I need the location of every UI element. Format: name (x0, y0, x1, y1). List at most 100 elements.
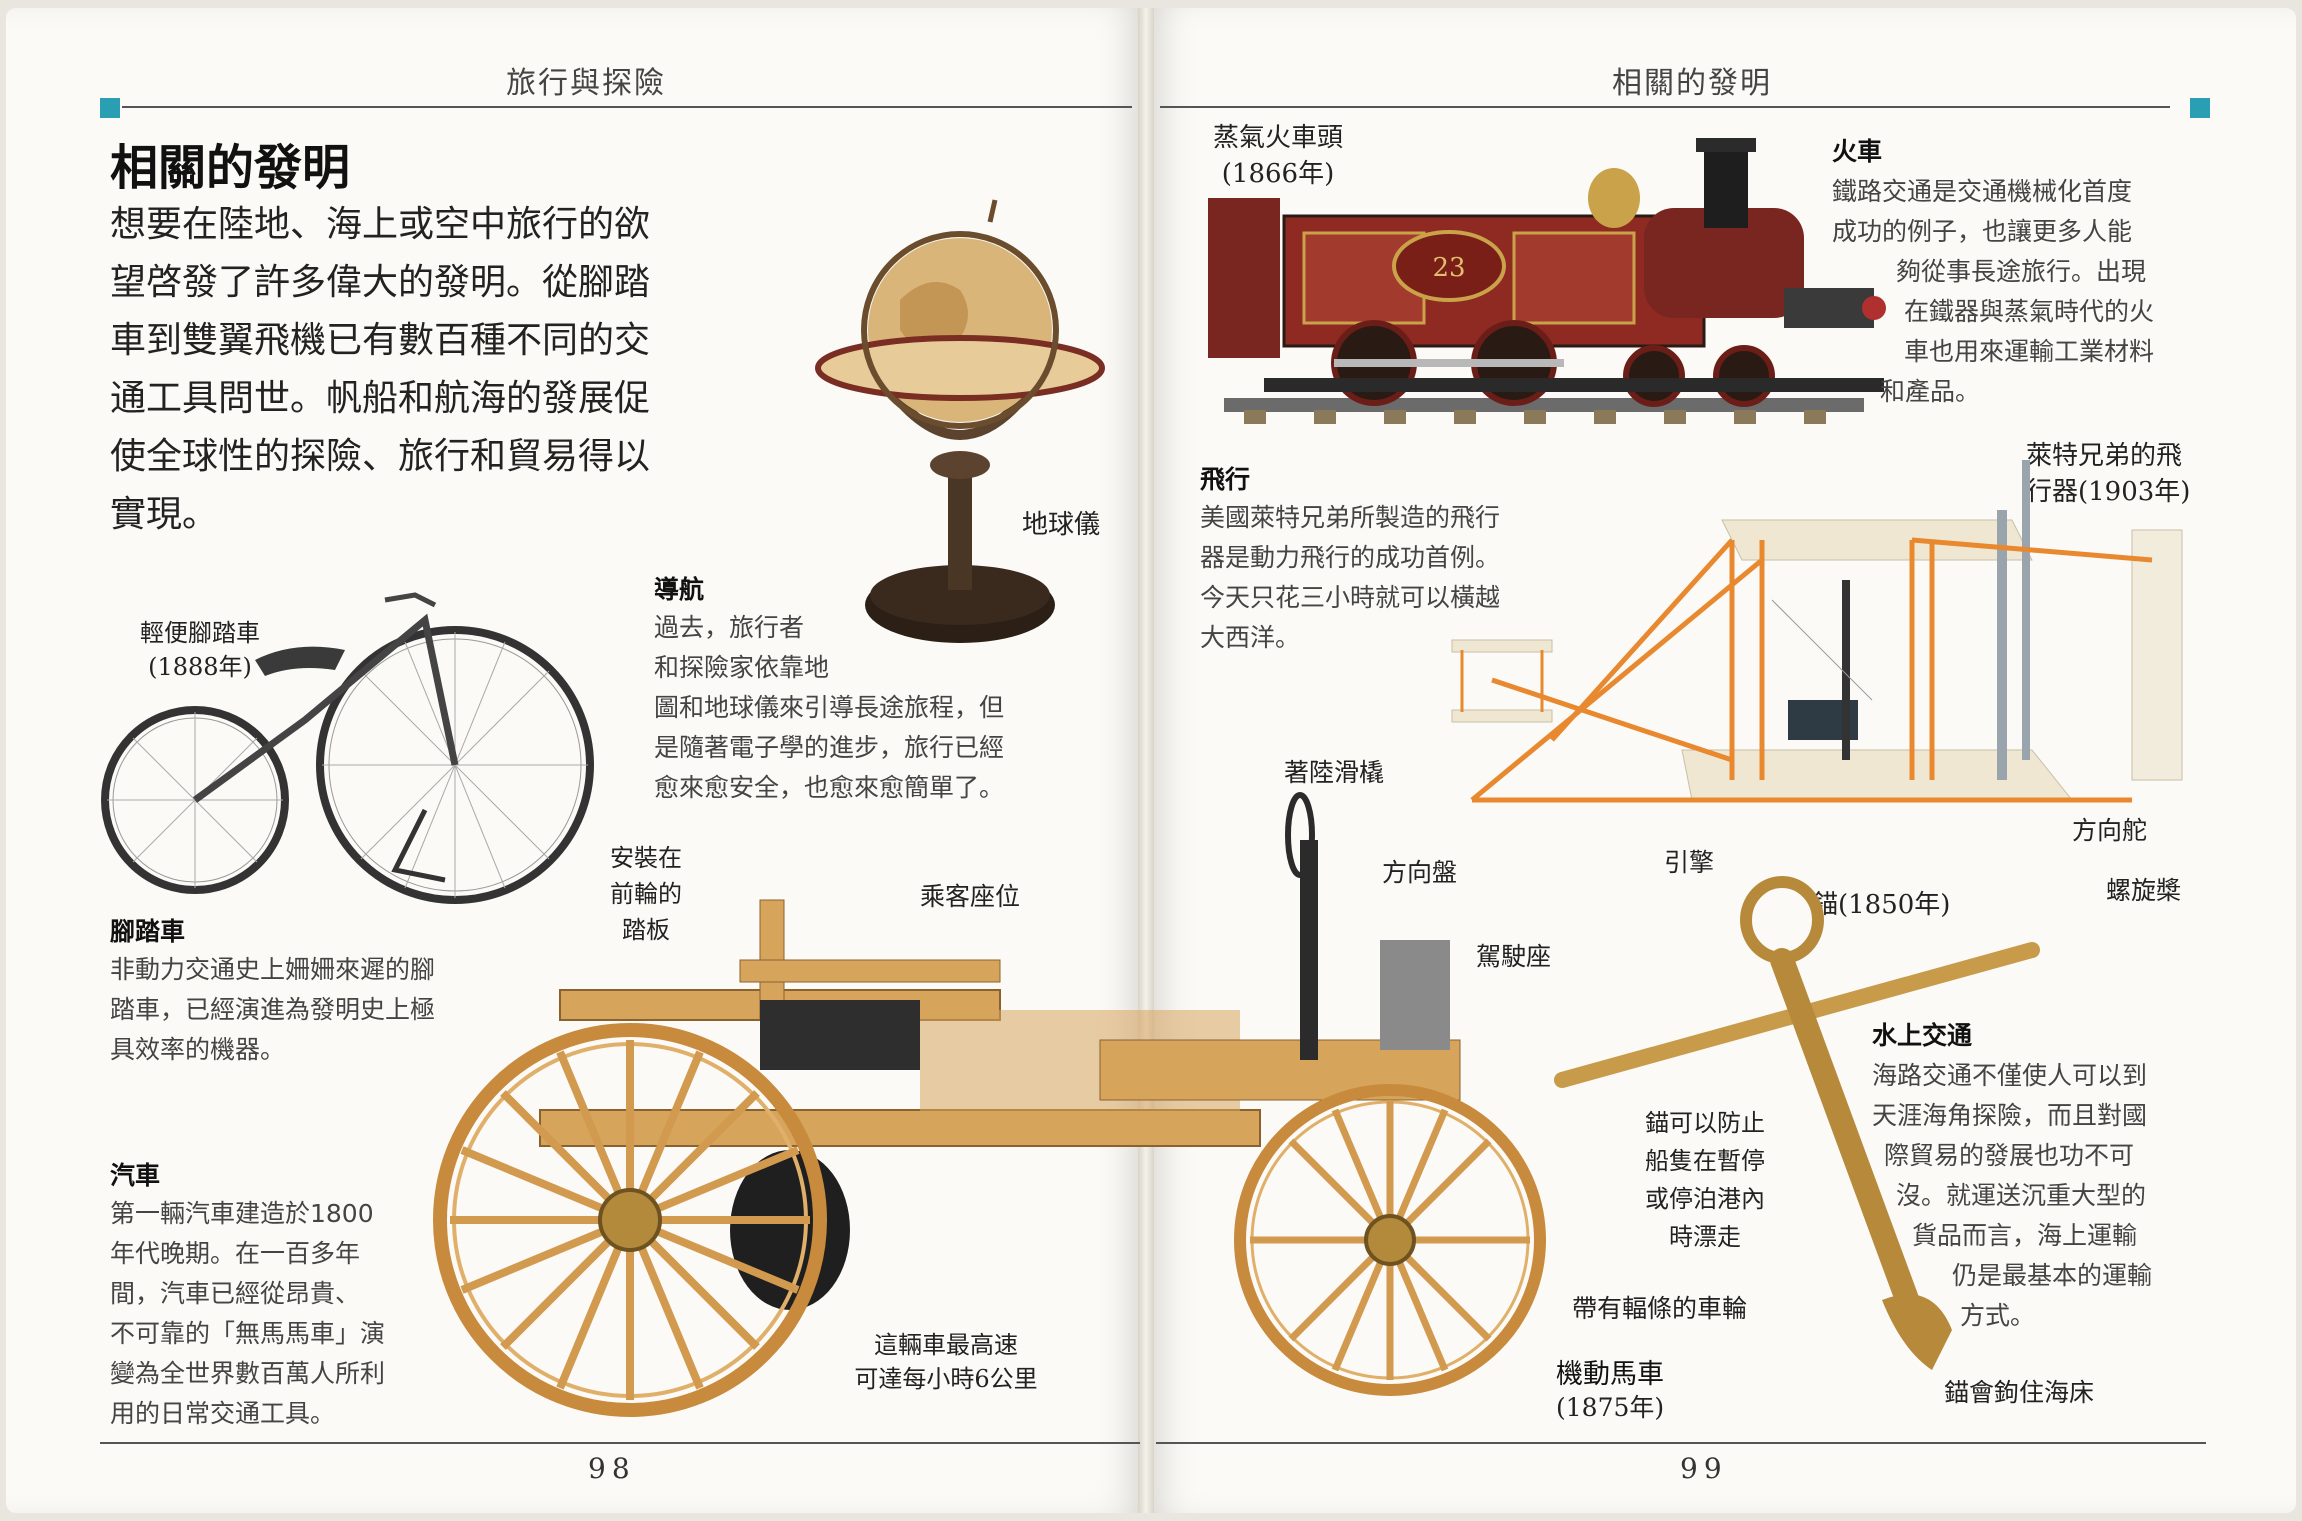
water-line: 天涯海角探險，而且對國 (1872, 1101, 2148, 1130)
water-heading: 水上交通 (1872, 1021, 1973, 1050)
car-line: 變為全世界數百萬人所利 (110, 1359, 386, 1388)
wright-flyer-illustration (1451, 460, 2183, 803)
train-section: 火車 (1832, 132, 1882, 168)
footer-rule-left (100, 1442, 1140, 1444)
locomotive-label-year: (1866年) (1221, 159, 1335, 189)
bicycle-heading: 腳踏車 (110, 917, 186, 946)
train-heading: 火車 (1832, 137, 1883, 166)
train-line: 和產品。 (1880, 377, 1981, 406)
globe-label: 地球儀 (1022, 510, 1101, 540)
water-line: 海路交通不僅使人可以到 (1872, 1061, 2148, 1090)
intro-line: 想要在陸地、海上或空中旅行的欲 (110, 204, 651, 245)
anchor-label: 錨(1850年) (1812, 890, 1951, 920)
bicycle-label: 輕便腳踏車 (1888年) (120, 616, 280, 684)
water-line: 仍是最基本的運輸 (1952, 1261, 2153, 1290)
flight-line: 器是動力飛行的成功首例。 (1200, 543, 1501, 572)
bicycle-line: 具效率的機器。 (110, 1035, 286, 1064)
water-line: 方式。 (1960, 1301, 2036, 1330)
accent-square-left (100, 98, 120, 118)
car-line: 年代晚期。在一百多年 (110, 1239, 361, 1268)
locomotive-illustration: 23 (1208, 138, 1886, 424)
car-heading: 汽車 (110, 1161, 161, 1190)
running-head-left: 旅行與探險 (506, 66, 666, 101)
page-number-left: 98 (588, 1452, 636, 1485)
water-section: 水上交通 (1872, 1016, 1972, 1052)
water-body: 海路交通不僅使人可以到 天涯海角探險，而且對國 際貿易的發展也功不可 沒。就運送… (1872, 1056, 2152, 1336)
seabed-label: 錨會鉤住海床 (1944, 1378, 2095, 1407)
motor-carriage-label: 機動馬車 (1875年) (1556, 1352, 1664, 1425)
bicycle-illustration (101, 592, 594, 904)
pedal-label: 安裝在 前輪的 踏板 (596, 840, 696, 948)
navigation-line: 是隨著電子學的進步，旅行已經 (654, 733, 1005, 762)
intro-line: 望啓發了許多偉大的發明。從腳踏 (110, 262, 651, 303)
passenger-seat-label: 乘客座位 (920, 882, 1021, 911)
locomotive-label: 蒸氣火車頭 (1866年) (1198, 120, 1358, 192)
water-line: 貨品而言，海上運輸 (1912, 1221, 2138, 1250)
motor-carriage-year: (1875年) (1556, 1393, 1665, 1422)
intro-paragraph: 想要在陸地、海上或空中旅行的欲 望啓發了許多偉大的發明。從腳踏 車到雙翼飛機已有… (110, 196, 750, 544)
flight-section: 飛行 美國萊特兄弟所製造的飛行 器是動力飛行的成功首例。 今天只花三小時就可以橫… (1200, 460, 1500, 658)
motor-carriage-name: 機動馬車 (1556, 1359, 1664, 1390)
car-body: 第一輛汽車建造於1800 年代晚期。在一百多年 間，汽車已經從昂貴、 不可靠的「… (110, 1194, 385, 1434)
intro-line: 使全球性的探險、旅行和貿易得以 (110, 436, 651, 477)
flight-body: 美國萊特兄弟所製造的飛行 器是動力飛行的成功首例。 今天只花三小時就可以橫越 大… (1200, 498, 1500, 658)
flight-line: 今天只花三小時就可以橫越 (1200, 583, 1501, 612)
wright-label-line: 行器(1903年) (2026, 477, 2191, 507)
anchor-illustration (1554, 876, 2040, 1370)
page-title: 相關的發明 (110, 140, 351, 196)
bicycle-line: 非動力交通史上姍姍來遲的腳 (110, 955, 436, 984)
running-head-right: 相關的發明 (1612, 66, 1772, 101)
navigation-line: 圖和地球儀來引導長途旅程，但 (654, 693, 1005, 722)
locomotive-label-name: 蒸氣火車頭 (1212, 123, 1343, 153)
spoked-wheel-label: 帶有輻條的車輪 (1572, 1294, 1748, 1323)
speed-label-line: 可達每小時6公里 (854, 1365, 1038, 1393)
anchor-note-line: 船隻在暫停 (1645, 1147, 1765, 1175)
page-number-right: 99 (1680, 1452, 1728, 1485)
train-line: 在鐵器與蒸氣時代的火 (1904, 297, 2155, 326)
bicycle-body: 非動力交通史上姍姍來遲的腳 踏車，已經演進為發明史上極 具效率的機器。 (110, 950, 435, 1070)
navigation-heading: 導航 (654, 575, 705, 604)
car-section: 汽車 第一輛汽車建造於1800 年代晚期。在一百多年 間，汽車已經從昂貴、 不可… (110, 1156, 385, 1434)
navigation-line: 愈來愈安全，也愈來愈簡單了。 (654, 773, 1005, 802)
intro-line: 通工具問世。帆船和航海的發展促 (110, 378, 651, 419)
pedal-label-line: 前輪的 (610, 880, 682, 908)
anchor-note-line: 錨可以防止 (1645, 1109, 1765, 1137)
driver-seat-label: 駕駛座 (1476, 942, 1552, 971)
anchor-note-line: 或停泊港內 (1645, 1185, 1765, 1213)
steering-wheel-label: 方向盤 (1382, 858, 1458, 887)
header-rule-left (122, 106, 1132, 108)
navigation-line: 和探險家依靠地 (654, 653, 830, 682)
water-line: 際貿易的發展也功不可 (1884, 1141, 2135, 1170)
speed-label: 這輛車最高速 可達每小時6公里 (836, 1328, 1056, 1396)
engine-label: 引擎 (1664, 848, 1715, 877)
wright-label-line: 萊特兄弟的飛 (2026, 441, 2183, 471)
train-body: 鐵路交通是交通機械化首度 成功的例子，也讓更多人能 夠從事長途旅行。出現 在鐵器… (1832, 172, 2154, 412)
flight-heading: 飛行 (1200, 465, 1251, 494)
train-line: 鐵路交通是交通機械化首度 (1832, 177, 2133, 206)
accent-square-right (2190, 98, 2210, 118)
train-line: 成功的例子，也讓更多人能 (1832, 217, 2133, 246)
anchor-note-line: 時漂走 (1669, 1223, 1741, 1251)
car-line: 不可靠的「無馬馬車」演 (110, 1319, 386, 1348)
navigation-line: 過去，旅行者 (654, 613, 805, 642)
intro-line: 車到雙翼飛機已有數百種不同的交 (110, 320, 651, 361)
motor-carriage-illustration (433, 792, 1546, 1417)
loco-plate-number: 23 (1432, 253, 1465, 283)
train-line: 夠從事長途旅行。出現 (1896, 257, 2147, 286)
rudder-label: 方向舵 (2072, 816, 2148, 845)
bicycle-line: 踏車，已經演進為發明史上極 (110, 995, 436, 1024)
car-line: 第一輛汽車建造於1800 (110, 1199, 374, 1228)
navigation-body: 過去，旅行者 和探險家依靠地 圖和地球儀來引導長途旅程，但 是隨著電子學的進步，… (654, 608, 1004, 808)
train-line: 車也用來運輸工業材料 (1904, 337, 2155, 366)
car-line: 間，汽車已經從昂貴、 (110, 1279, 361, 1308)
bicycle-label-year: (1888年) (148, 653, 252, 681)
bicycle-label-name: 輕便腳踏車 (140, 619, 260, 647)
header-rule-right (1160, 106, 2170, 108)
footer-rule-right (1156, 1442, 2206, 1444)
pedal-label-line: 安裝在 (610, 844, 682, 872)
water-line: 沒。就運送沉重大型的 (1896, 1181, 2147, 1210)
speed-label-line: 這輛車最高速 (874, 1331, 1018, 1359)
anchor-note: 錨可以防止 船隻在暫停 或停泊港內 時漂走 (1620, 1104, 1790, 1256)
flight-line: 美國萊特兄弟所製造的飛行 (1200, 503, 1501, 532)
pedal-label-line: 踏板 (622, 916, 670, 944)
